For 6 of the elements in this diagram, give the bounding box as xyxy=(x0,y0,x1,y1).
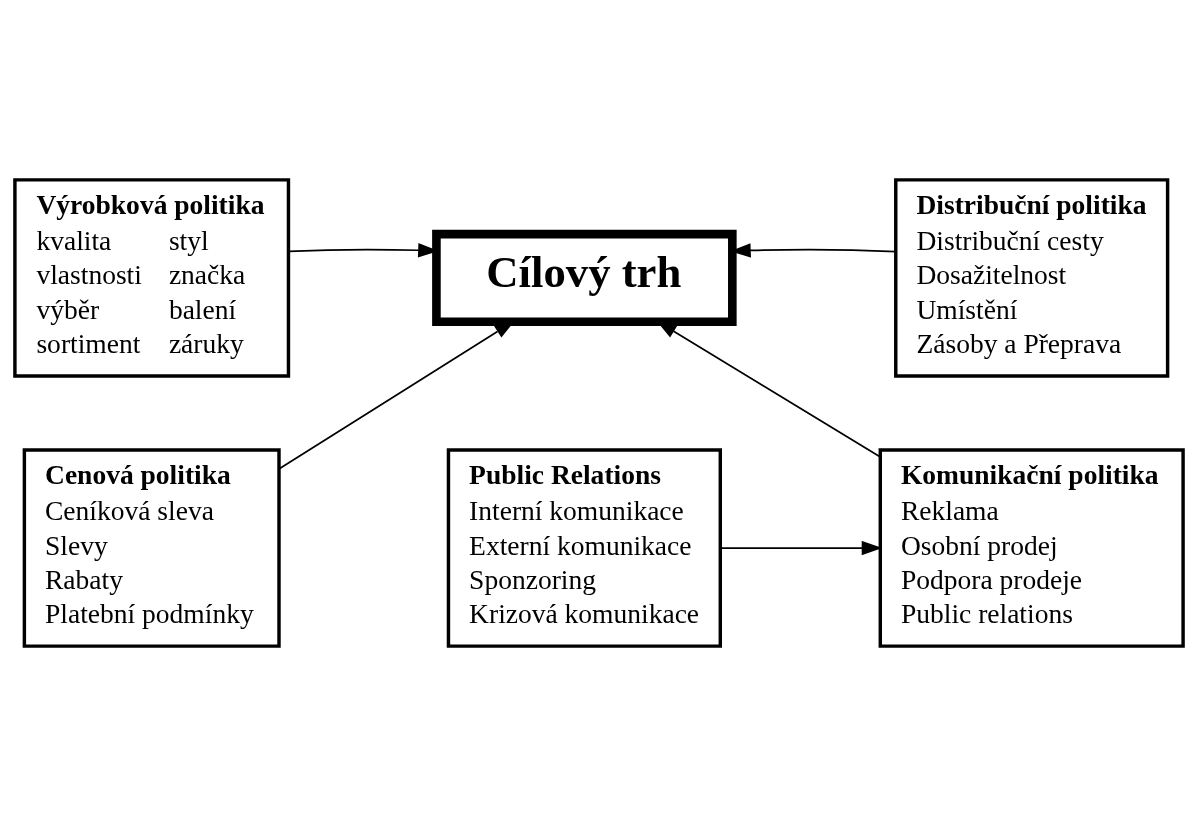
node-box: Cílový trh xyxy=(432,229,737,327)
node-box: Výrobková politika kvalita styl vlastnosti značka výběr balení sortiment záruky xyxy=(13,178,291,378)
node-box: Public Relations Interní komunikace Externí komunikace Sponzoring Krizová komunikace xyxy=(446,448,722,648)
node-box: Cenová politika Ceníková sleva Slevy Rabaty Platební podmínky xyxy=(22,448,281,648)
node-box: Distribuční politika Distribuční cesty Dosažitelnost Umístění Zásoby a Přeprava xyxy=(894,178,1170,378)
node-box: Komunikační politika Reklama Osobní prodej Podpora prodeje Public relations xyxy=(878,448,1185,648)
